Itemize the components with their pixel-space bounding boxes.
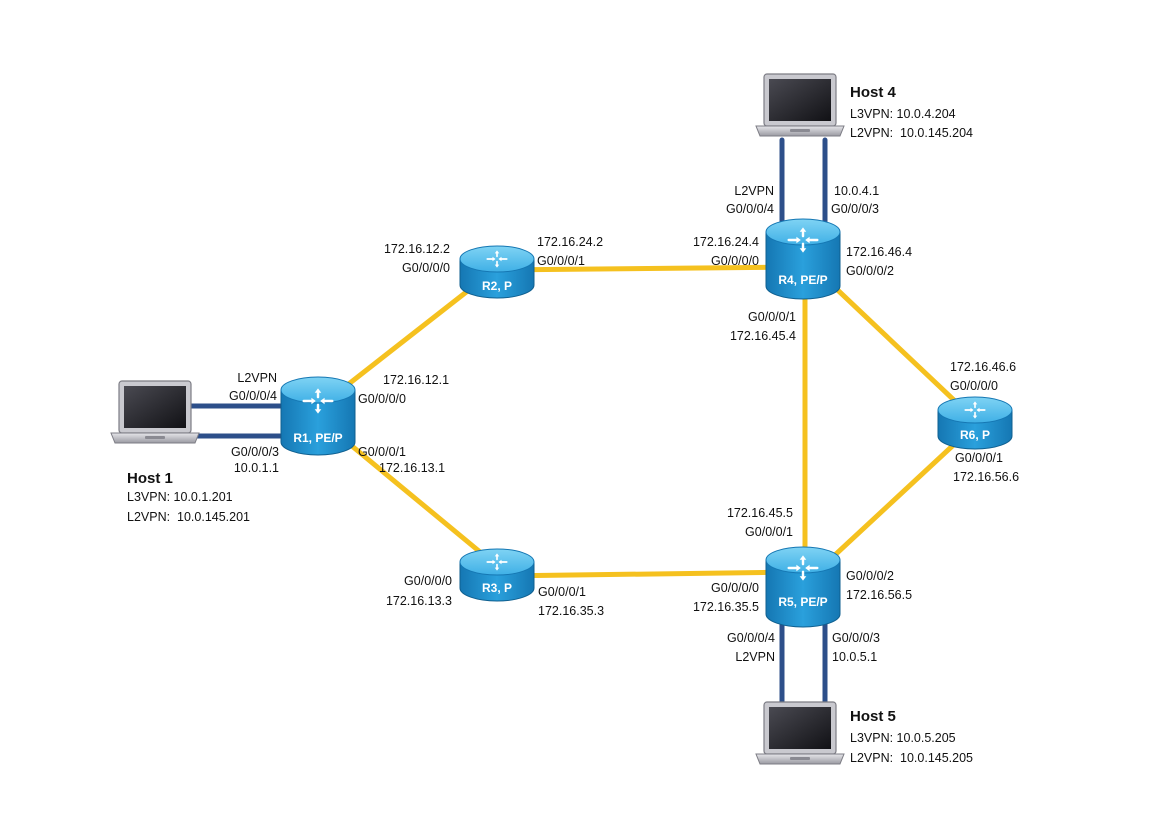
- r6-g0001-label: G0/0/0/1: [955, 451, 1003, 465]
- r4-g0004-label: G0/0/0/4: [726, 202, 774, 216]
- r2-ip-r4-label: 172.16.24.2: [537, 235, 603, 249]
- host-4-name: Host 4: [850, 84, 897, 101]
- router-r3[interactable]: R3, P: [459, 548, 535, 602]
- r5-g0001-label: G0/0/0/1: [745, 525, 793, 539]
- laptop-icon: [755, 73, 845, 137]
- host-5-l2vpn: L2VPN: 10.0.145.205: [850, 751, 973, 765]
- router-r2[interactable]: R2, P: [459, 245, 535, 299]
- r4-g0003-label: G0/0/0/3: [831, 202, 879, 216]
- r4-g0000-label: G0/0/0/0: [711, 254, 759, 268]
- r1-g0000-label: G0/0/0/0: [358, 392, 406, 406]
- r1-ip-host-label: 10.0.1.1: [234, 461, 279, 475]
- r3-g0001-label: G0/0/0/1: [538, 585, 586, 599]
- r1-l2vpn-tag: L2VPN: [237, 371, 277, 385]
- link-r2-r4: [494, 264, 806, 273]
- r1-ip-r3-label: 172.16.13.1: [379, 461, 445, 475]
- r5-g0000-label: G0/0/0/0: [711, 581, 759, 595]
- router-r1-label: R1, PE/P: [293, 431, 342, 445]
- r4-ip-r6-label: 172.16.46.4: [846, 245, 912, 259]
- router-r2-label: R2, P: [482, 279, 512, 293]
- router-r6-label: R6, P: [960, 428, 990, 442]
- r5-g0004-label: G0/0/0/4: [727, 631, 775, 645]
- r6-ip-r4-label: 172.16.46.6: [950, 360, 1016, 374]
- r5-g0003-label: G0/0/0/3: [832, 631, 880, 645]
- router-r1[interactable]: R1, PE/P: [280, 376, 356, 456]
- r1-g0004-label: G0/0/0/4: [229, 389, 277, 403]
- r4-ip-host-label: 10.0.4.1: [834, 184, 879, 198]
- link-r3-r5: [494, 569, 806, 579]
- r2-g0000-label: G0/0/0/0: [402, 261, 450, 275]
- host-4[interactable]: [755, 73, 845, 137]
- r4-g0002-label: G0/0/0/2: [846, 264, 894, 278]
- r3-ip-r5-label: 172.16.35.3: [538, 604, 604, 618]
- r5-ip-host-label: 10.0.5.1: [832, 650, 877, 664]
- r4-ip-r2-label: 172.16.24.4: [693, 235, 759, 249]
- r5-g0002-label: G0/0/0/2: [846, 569, 894, 583]
- host-1-l3vpn: L3VPN: 10.0.1.201: [127, 490, 233, 504]
- r5-l2vpn-tag: L2VPN: [735, 650, 775, 664]
- host-5-l3vpn: L3VPN: 10.0.5.205: [850, 731, 956, 745]
- router-r4[interactable]: R4, PE/P: [765, 218, 841, 300]
- r1-g0003-label: G0/0/0/3: [231, 445, 279, 459]
- router-r3-label: R3, P: [482, 581, 512, 595]
- laptop-icon: [110, 380, 200, 444]
- r1-g0001-label: G0/0/0/1: [358, 445, 406, 459]
- router-r4-label: R4, PE/P: [778, 273, 827, 287]
- r1-ip-r2-label: 172.16.12.1: [383, 373, 449, 387]
- host-1-name: Host 1: [127, 470, 173, 487]
- r4-g0001-label: G0/0/0/1: [748, 310, 796, 324]
- r3-ip-r1-label: 172.16.13.3: [386, 594, 452, 608]
- r5-ip-r3-label: 172.16.35.5: [693, 600, 759, 614]
- r3-g0000-label: G0/0/0/0: [404, 574, 452, 588]
- r6-g0000-label: G0/0/0/0: [950, 379, 998, 393]
- r4-l2vpn-tag: L2VPN: [734, 184, 774, 198]
- r6-ip-r5-label: 172.16.56.6: [953, 470, 1019, 484]
- r2-ip-r1-label: 172.16.12.2: [384, 242, 450, 256]
- r4-ip-r5-label: 172.16.45.4: [730, 329, 796, 343]
- laptop-icon: [755, 701, 845, 765]
- host-1-l2vpn: L2VPN: 10.0.145.201: [127, 510, 250, 524]
- host-4-l3vpn: L3VPN: 10.0.4.204: [850, 107, 956, 121]
- host-4-l2vpn: L2VPN: 10.0.145.204: [850, 126, 973, 140]
- router-r6[interactable]: R6, P: [937, 396, 1013, 450]
- host-5-name: Host 5: [850, 708, 896, 725]
- router-r5[interactable]: R5, PE/P: [765, 546, 841, 628]
- host-5[interactable]: [755, 701, 845, 765]
- r5-ip-r6-label: 172.16.56.5: [846, 588, 912, 602]
- host-1[interactable]: [110, 380, 200, 444]
- r2-g0001-label: G0/0/0/1: [537, 254, 585, 268]
- router-r5-label: R5, PE/P: [778, 595, 827, 609]
- r5-ip-r4-label: 172.16.45.5: [727, 506, 793, 520]
